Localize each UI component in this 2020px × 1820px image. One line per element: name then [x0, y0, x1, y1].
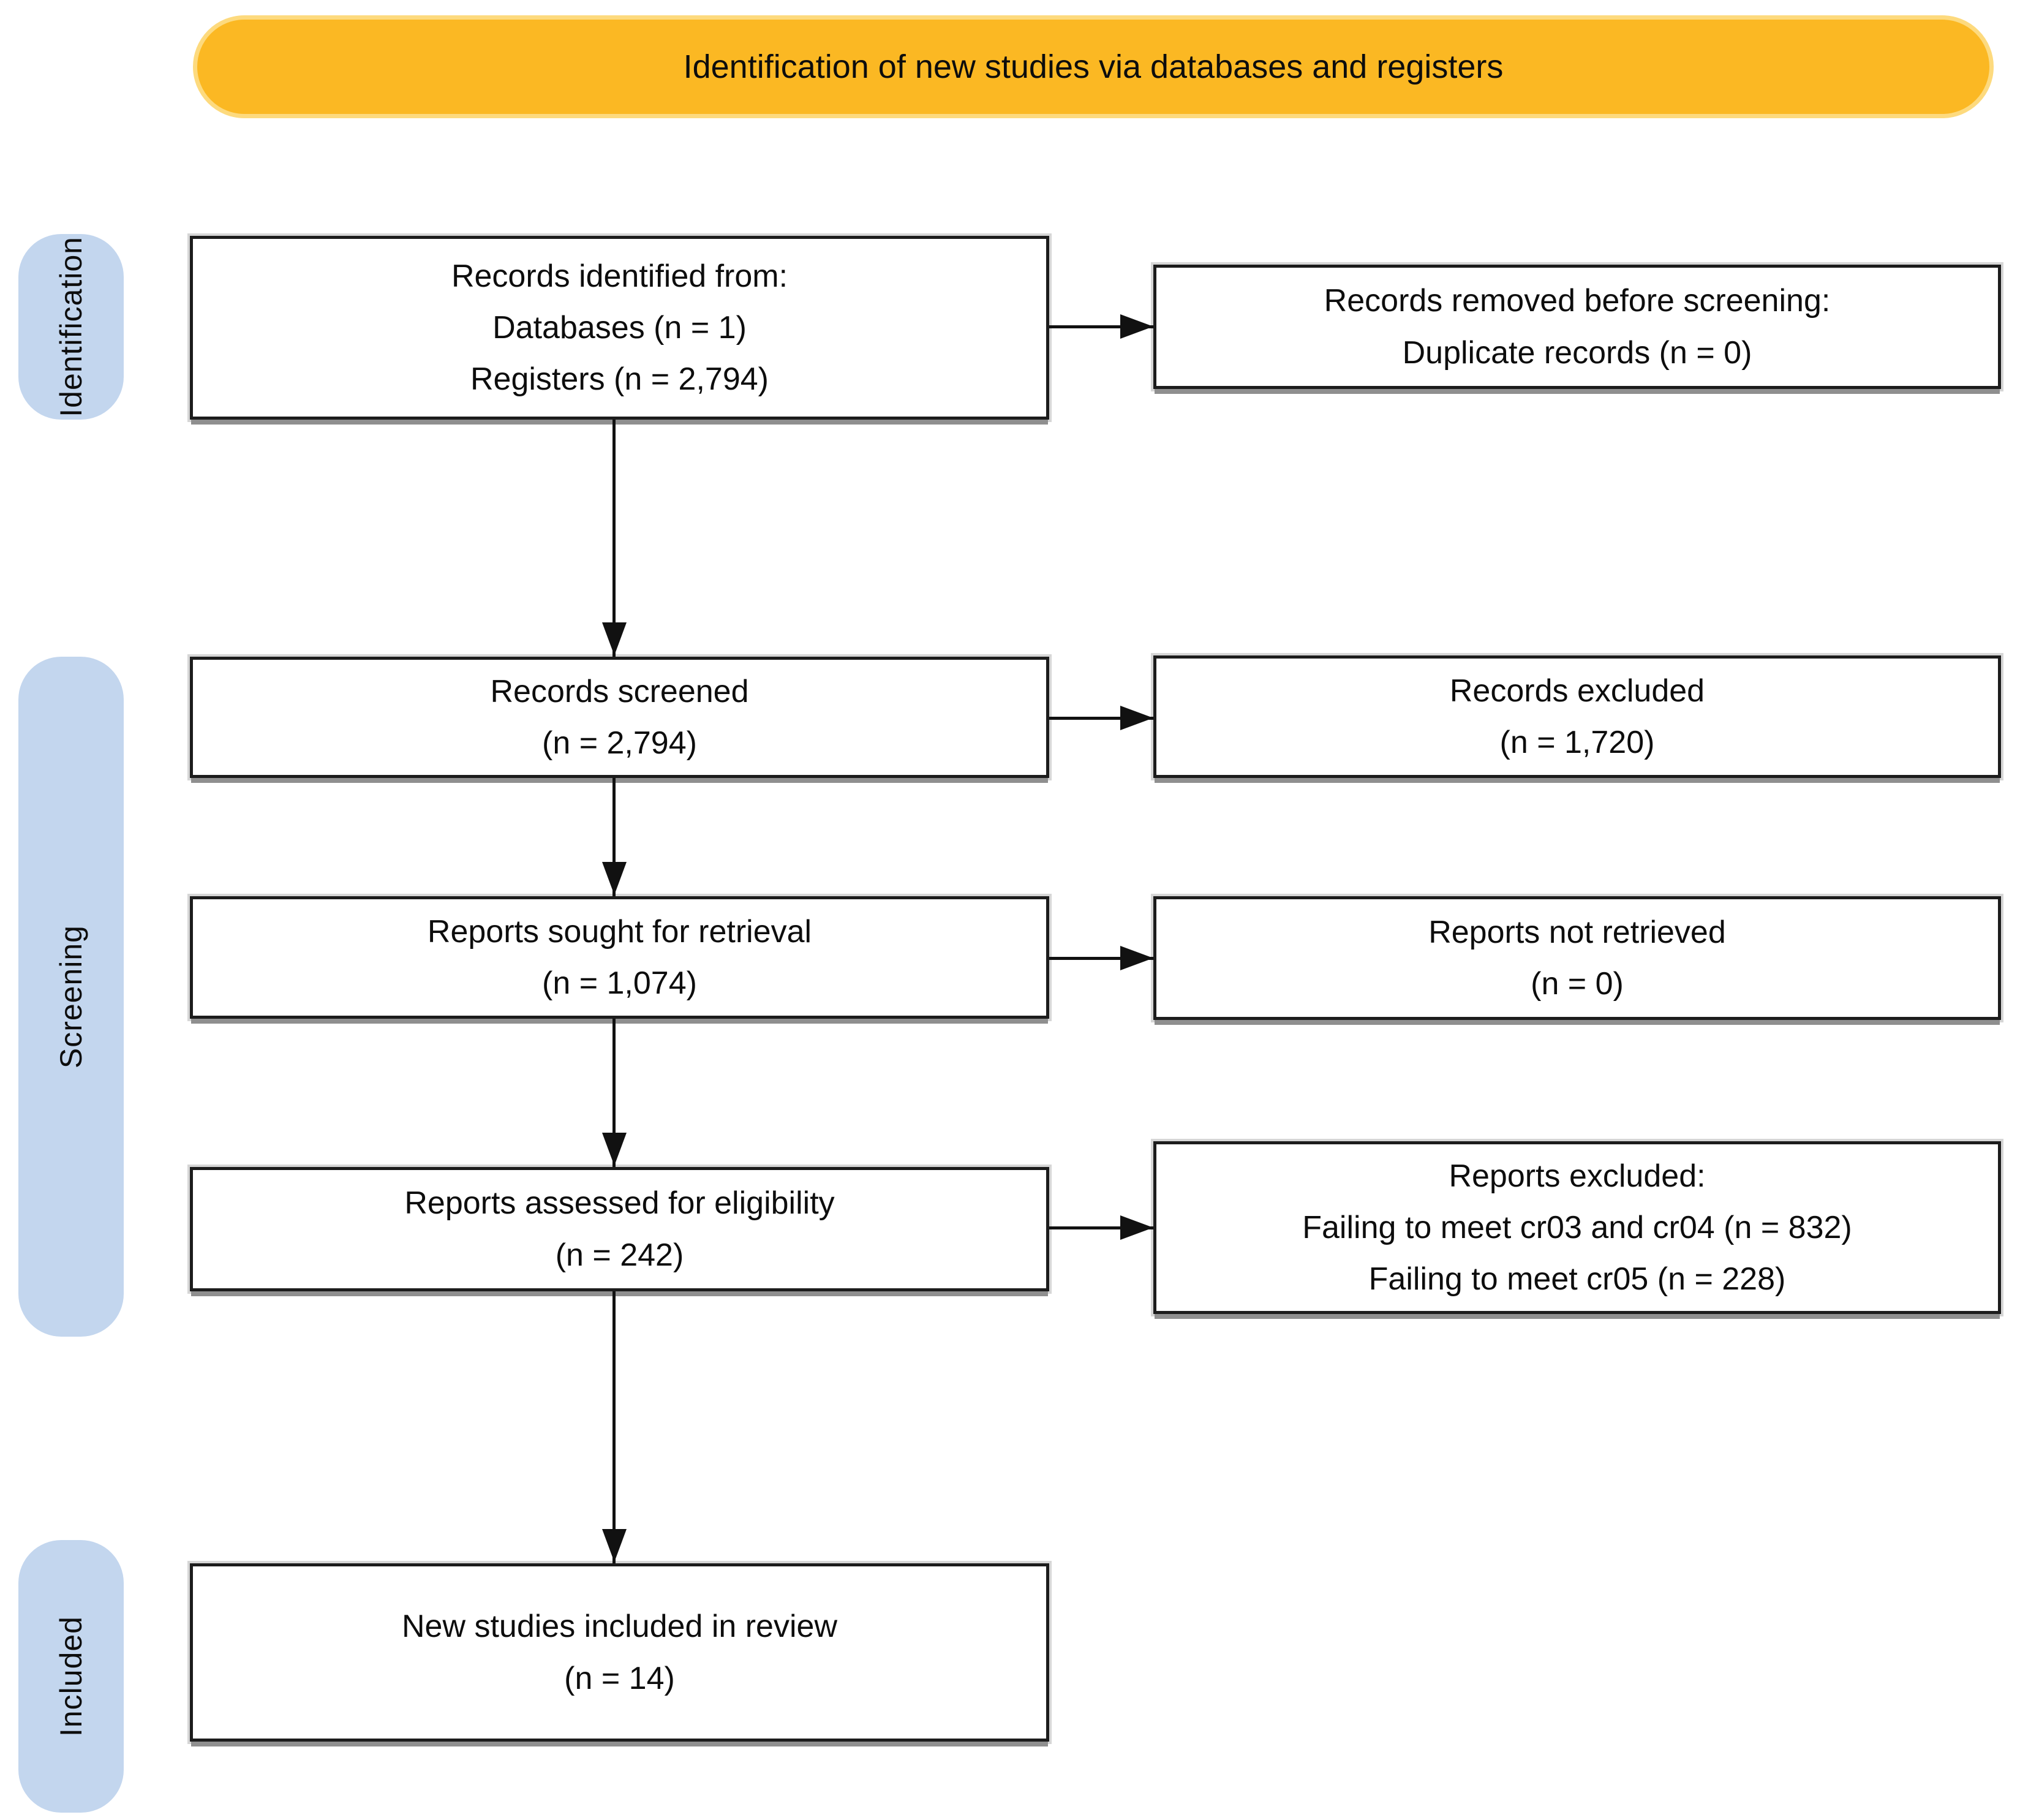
box-line: (n = 1,074)	[542, 965, 697, 1001]
arrow-line	[1049, 957, 1153, 960]
stage-included: Included	[18, 1540, 124, 1813]
arrow-line	[1049, 1226, 1153, 1229]
arrow-line	[612, 1291, 616, 1563]
banner: Identification of new studies via databa…	[193, 15, 1994, 118]
box-line: Records removed before screening:	[1324, 283, 1831, 319]
box-line: Reports excluded:	[1449, 1158, 1706, 1194]
arrowhead-down-icon	[602, 622, 627, 655]
box-records-screened: Records screened (n = 2,794)	[190, 657, 1049, 778]
stage-screening: Screening	[18, 657, 124, 1337]
stage-identification: Identification	[18, 234, 124, 420]
box-line: (n = 0)	[1531, 966, 1624, 1002]
box-line: Reports sought for retrieval	[427, 913, 812, 950]
arrow-line	[612, 1019, 616, 1167]
box-records-excluded: Records excluded (n = 1,720)	[1153, 655, 2001, 778]
box-line: Records identified from:	[451, 258, 788, 294]
box-line: Records screened	[490, 673, 749, 709]
box-line: (n = 14)	[564, 1660, 675, 1696]
arrowhead-right-icon	[1120, 1215, 1153, 1240]
stage-identification-label: Identification	[54, 236, 88, 417]
box-new-studies-included: New studies included in review (n = 14)	[190, 1563, 1049, 1742]
box-line: (n = 242)	[555, 1237, 684, 1273]
box-line: New studies included in review	[401, 1609, 837, 1645]
arrow-line	[612, 420, 616, 657]
box-line: Failing to meet cr05 (n = 228)	[1368, 1261, 1786, 1297]
box-line: Databases (n = 1)	[492, 309, 747, 345]
box-line: Reports assessed for eligibility	[404, 1185, 835, 1222]
box-line: Records excluded	[1449, 673, 1705, 709]
box-records-removed: Records removed before screening: Duplic…	[1153, 265, 2001, 389]
box-reports-not-retrieved: Reports not retrieved (n = 0)	[1153, 896, 2001, 1020]
arrow-line	[612, 778, 616, 896]
stage-included-label: Included	[54, 1615, 88, 1737]
box-reports-assessed: Reports assessed for eligibility (n = 24…	[190, 1167, 1049, 1291]
arrowhead-down-icon	[602, 862, 627, 895]
box-line: Registers (n = 2,794)	[470, 361, 769, 398]
arrowhead-right-icon	[1120, 706, 1153, 730]
arrowhead-down-icon	[602, 1133, 627, 1166]
box-records-identified: Records identified from: Databases (n = …	[190, 236, 1049, 420]
box-line: (n = 2,794)	[542, 725, 697, 761]
arrowhead-right-icon	[1120, 946, 1153, 970]
banner-label: Identification of new studies via databa…	[683, 48, 1504, 85]
box-line: (n = 1,720)	[1499, 725, 1655, 760]
box-line: Reports not retrieved	[1428, 914, 1726, 950]
arrowhead-down-icon	[602, 1529, 627, 1562]
arrow-line	[1049, 325, 1153, 328]
arrow-line	[1049, 717, 1153, 720]
box-line: Duplicate records (n = 0)	[1402, 334, 1752, 371]
arrowhead-right-icon	[1120, 314, 1153, 339]
box-reports-sought: Reports sought for retrieval (n = 1,074)	[190, 896, 1049, 1019]
stage-screening-label: Screening	[54, 924, 88, 1069]
box-reports-excluded: Reports excluded: Failing to meet cr03 a…	[1153, 1141, 2001, 1314]
box-line: Failing to meet cr03 and cr04 (n = 832)	[1302, 1209, 1852, 1245]
